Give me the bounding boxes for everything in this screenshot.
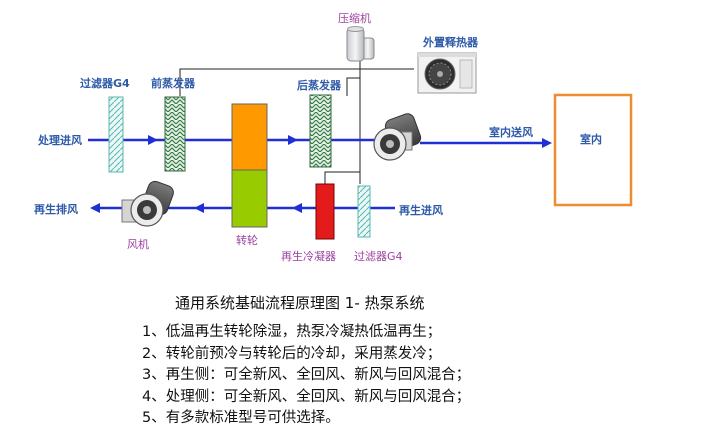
diagram-caption: 通用系统基础流程原理图 1- 热泵系统 (175, 294, 425, 312)
label-regen-exhaust: 再生排风 (34, 203, 78, 216)
label-filter-g4-top: 过滤器G4 (80, 77, 130, 90)
supply-fan-icon (373, 113, 422, 161)
note-item: 1、低温再生转轮除湿，热泵冷凝热低温再生； (142, 324, 442, 340)
pipe-pre-evap-to-outdoor (179, 68, 414, 96)
refrigerant-lines (179, 60, 414, 184)
label-regen-condenser: 再生冷凝器 (281, 250, 336, 263)
label-compressor: 压缩机 (338, 12, 371, 25)
exhaust-fan-icon (121, 180, 174, 227)
note-item: 3、再生侧：可全新风、全回风、新风与回风混合； (142, 367, 471, 383)
indoor-room-box (553, 93, 633, 207)
label-fan: 风机 (127, 238, 149, 251)
filter-g4-top-shape (108, 96, 124, 173)
outdoor-unit-icon (417, 52, 477, 94)
compressor-icon (346, 26, 375, 62)
notes-list: 1、低温再生转轮除湿，热泵冷凝热低温再生； 2、转轮前预冷与转轮后的冷却，采用蒸… (142, 322, 470, 430)
regen-condenser-shape (315, 183, 335, 240)
rotor-shape (231, 103, 268, 228)
label-process-inlet: 处理进风 (38, 134, 82, 147)
label-filter-g4-bottom: 过滤器G4 (354, 250, 403, 263)
label-pre-evaporator: 前蒸发器 (151, 77, 195, 90)
pre-evaporator-shape (164, 96, 186, 172)
note-item: 5、有多款标准型号可供选择。 (142, 410, 340, 426)
label-rotor: 转轮 (236, 234, 258, 247)
filter-g4-bottom-shape (357, 185, 371, 238)
post-evaporator-shape (309, 94, 332, 168)
note-item: 2、转轮前预冷与转轮后的冷却，采用蒸发冷； (142, 345, 442, 362)
label-regen-inlet: 再生进风 (399, 204, 443, 217)
label-external-heat-rejector: 外置释热器 (423, 36, 478, 49)
label-indoor-supply: 室内送风 (489, 126, 533, 139)
pipe-post-evap-to-compressor (346, 69, 361, 96)
label-post-evaporator: 后蒸发器 (297, 79, 341, 92)
pipe-condenser-loop (324, 171, 360, 184)
label-indoor: 室内 (580, 133, 602, 146)
note-item: 4、处理侧：可全新风、全回风、新风与回风混合； (142, 388, 471, 405)
